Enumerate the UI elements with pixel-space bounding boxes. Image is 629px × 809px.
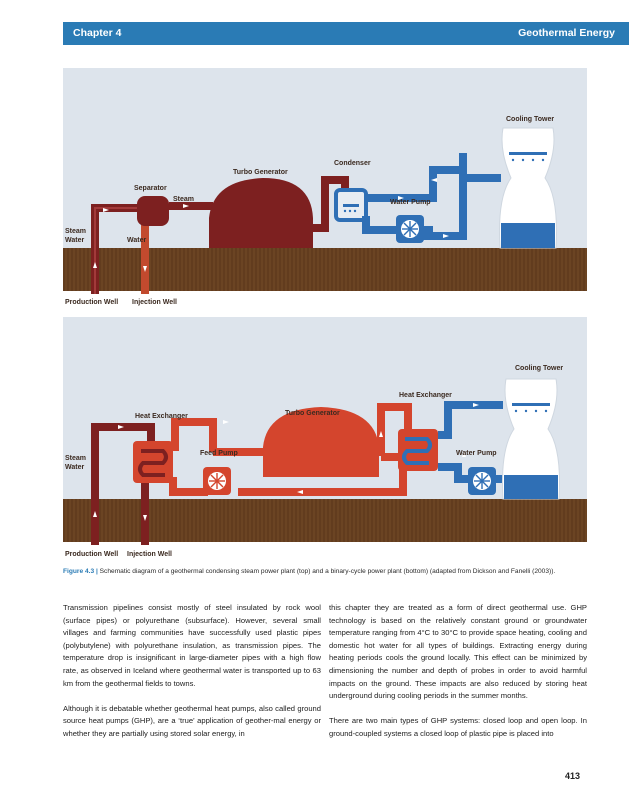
label-steam-water-1: Steam: [65, 455, 86, 462]
page-number: 413: [565, 771, 581, 781]
paragraph: Transmission pipelines consist mostly of…: [63, 603, 321, 688]
label-condenser: Condenser: [334, 160, 371, 167]
chapter-label: Chapter 4: [73, 27, 122, 39]
label-injection-well: Injection Well: [132, 299, 177, 306]
label-heat-exchanger-right: Heat Exchanger: [399, 392, 452, 399]
figure-caption: Figure 4.3 | Schematic diagram of a geot…: [63, 568, 587, 575]
ground: [63, 248, 587, 291]
paragraph: this chapter they are treated as a form …: [329, 603, 587, 701]
cooling-tower: [499, 127, 557, 249]
figure-caption-text: Schematic diagram of a geothermal conden…: [97, 568, 556, 575]
separator: [137, 196, 169, 226]
label-water: Water: [127, 237, 146, 244]
label-steam-water-2: Water: [65, 237, 84, 244]
label-separator: Separator: [134, 185, 167, 192]
turbo-generator: [263, 407, 379, 477]
paragraph: There are two main types of GHP systems:…: [329, 716, 587, 738]
binary-cycle-plant-diagram: Cooling Tower Heat Exchanger Turbo Gener…: [63, 317, 587, 561]
body-column-right: this chapter they are treated as a form …: [329, 602, 587, 753]
steam-power-plant-diagram: Cooling Tower Condenser Turbo Generator …: [63, 68, 587, 311]
body-column-left: Transmission pipelines consist mostly of…: [63, 602, 321, 753]
label-injection-well: Injection Well: [127, 551, 172, 558]
label-water-pump: Water Pump: [390, 199, 431, 206]
label-steam-water-1: Steam: [65, 228, 86, 235]
label-steam-water-2: Water: [65, 464, 84, 471]
label-steam: Steam: [173, 196, 194, 203]
label-cooling-tower: Cooling Tower: [506, 116, 554, 123]
label-water-pump: Water Pump: [456, 450, 497, 457]
label-turbo-generator: Turbo Generator: [233, 169, 288, 176]
label-turbo-generator: Turbo Generator: [285, 410, 340, 417]
chapter-header-bar: Chapter 4 Geothermal Energy: [63, 22, 629, 45]
ground: [63, 499, 587, 542]
figure-number: Figure 4.3 |: [63, 568, 98, 575]
label-production-well: Production Well: [65, 299, 118, 306]
cooling-tower: [502, 378, 560, 500]
label-feed-pump: Feed Pump: [200, 450, 238, 457]
paragraph: Although it is debatable whether geother…: [63, 703, 321, 738]
label-cooling-tower: Cooling Tower: [515, 365, 563, 372]
turbo-generator: [209, 178, 313, 248]
label-production-well: Production Well: [65, 551, 118, 558]
label-heat-exchanger-left: Heat Exchanger: [135, 413, 188, 420]
chapter-topic: Geothermal Energy: [518, 27, 615, 39]
